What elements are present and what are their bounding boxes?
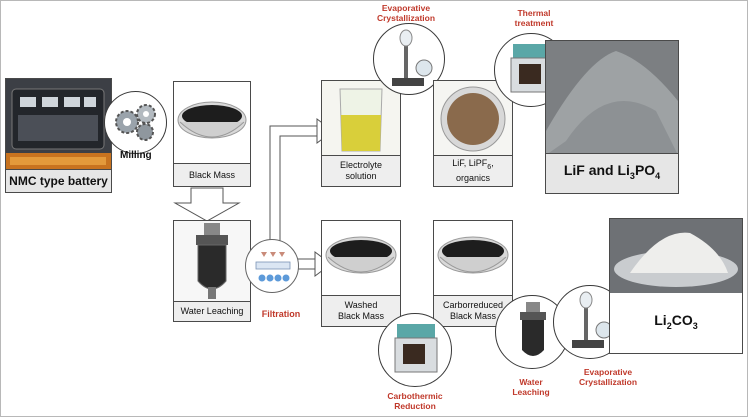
lif-lipf6-box: LiF, LiPF6,organics xyxy=(433,80,513,187)
li2co3-sub1: 2 xyxy=(666,320,672,331)
lif-li3po4-label: LiF and Li3PO4 xyxy=(546,153,678,193)
beaker-photo xyxy=(322,81,400,157)
water-leaching-box: Water Leaching xyxy=(173,220,251,322)
battery-label: NMC type battery xyxy=(6,169,111,192)
filter-icon xyxy=(255,252,291,282)
rotavap-icon xyxy=(572,291,613,348)
rotavap-icon xyxy=(392,29,433,86)
lif-product-sub1: 3 xyxy=(629,170,635,181)
lif-lipf6-label: LiF, LiPF6,organics xyxy=(434,155,512,186)
thermal-line1: Thermal xyxy=(517,8,551,18)
filtration-circle xyxy=(245,239,299,293)
white-powder-photo xyxy=(610,219,742,293)
lif-sub: 6 xyxy=(487,163,492,171)
li2co3-label: Li2CO3 xyxy=(610,293,742,353)
lif-li3po4-box: LiF and Li3PO4 xyxy=(545,40,679,194)
gears-icon xyxy=(115,104,156,141)
reactor-icon xyxy=(520,302,546,356)
battery-box: NMC type battery xyxy=(5,78,112,193)
evap-top-line1: Evaporative xyxy=(381,3,431,13)
thermal-line2: treatment xyxy=(514,18,554,28)
evap-top-line2: Crystallization xyxy=(376,13,436,23)
water-leaching-label: Water Leaching xyxy=(174,301,250,321)
evap-bottom-line2: Crystallization xyxy=(578,377,638,387)
powder-jar-photo xyxy=(434,81,512,157)
li2co3-box: Li2CO3 xyxy=(609,218,743,354)
carborreduced-line2: Black Mass xyxy=(449,311,496,321)
electrolyte-line1: Electrolyte xyxy=(339,160,383,170)
gray-powder-photo xyxy=(546,41,678,155)
water-leaching-2-line1: Water xyxy=(519,377,543,387)
water-leaching-2-line2: Leaching xyxy=(512,387,550,397)
li2co3-sub2: 3 xyxy=(692,320,698,331)
milling-circle xyxy=(104,91,167,154)
milling-label: Milling xyxy=(120,150,152,161)
lif-line1: LiF, LiPF xyxy=(452,158,488,169)
arrow-blackmass-to-leaching xyxy=(173,187,241,222)
furnace-icon xyxy=(394,324,438,373)
lif-product-text2: PO xyxy=(634,162,656,179)
lif-line1-end: , xyxy=(491,158,494,169)
carbothermic-line1: Carbothermic xyxy=(387,391,443,401)
washed-line2: Black Mass xyxy=(337,311,384,321)
washed-line1: Washed xyxy=(344,300,378,310)
black-mass-photo xyxy=(177,101,247,139)
reactor-photo xyxy=(174,221,250,303)
lif-line2: organics xyxy=(455,172,491,183)
carbothermic-line2: Reduction xyxy=(394,401,436,411)
electrolyte-line2: solution xyxy=(345,171,377,181)
lif-product-text1: LiF and Li xyxy=(563,162,630,179)
li2co3-text2: CO xyxy=(671,311,693,328)
black-mass-box: Black Mass xyxy=(173,81,251,187)
lif-product-sub2: 4 xyxy=(655,170,661,181)
evap-bottom-line1: Evaporative xyxy=(583,367,633,377)
washed-bowl-photo xyxy=(325,236,397,274)
filtration-label: Filtration xyxy=(261,309,301,319)
battery-photo xyxy=(6,79,111,171)
li2co3-text1: Li xyxy=(654,311,667,328)
black-mass-label: Black Mass xyxy=(174,163,250,186)
carborreduced-line1: Carborreduced xyxy=(442,300,504,310)
carborreduced-bowl-photo xyxy=(437,236,509,274)
furnace-bottom-circle xyxy=(378,313,452,387)
